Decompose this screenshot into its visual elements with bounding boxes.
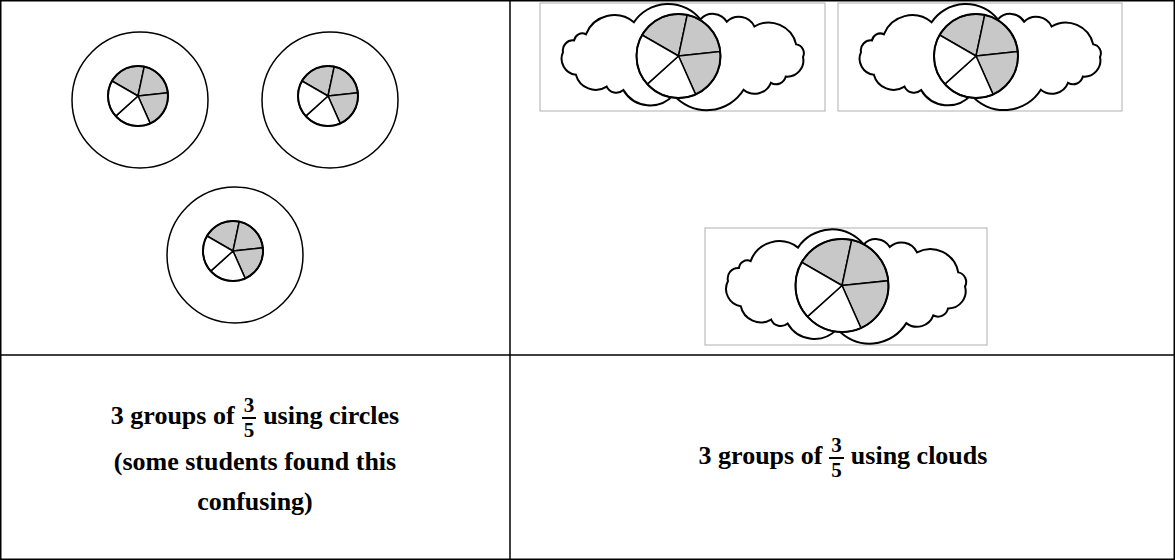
pie-outline	[934, 14, 1018, 98]
fraction-pie	[934, 14, 1018, 98]
caption-cell: 3 groups of35using clouds	[512, 356, 1174, 560]
cloud-frame	[838, 3, 1122, 111]
fraction-denominator: 5	[829, 459, 844, 482]
caption-words: 3 groups of	[699, 441, 823, 470]
caption-text: 3 groups of35using clouds	[699, 434, 988, 482]
cloud-outline	[726, 229, 966, 343]
fraction-denominator: 5	[242, 419, 257, 442]
caption-text: 3 groups of35using circles(some students…	[83, 394, 428, 523]
group-circle	[262, 32, 398, 168]
fraction-pie	[796, 239, 889, 332]
fraction: 35	[829, 434, 844, 482]
cloud-outline	[562, 4, 804, 110]
fraction-numerator: 3	[242, 394, 257, 419]
group-circle	[167, 187, 303, 323]
caption-words: using clouds	[851, 441, 988, 470]
cloud-frame	[540, 3, 825, 111]
cloud-frame	[705, 228, 987, 345]
group-circle	[72, 32, 208, 168]
pie-outline	[796, 239, 889, 332]
pie-outline	[203, 221, 263, 281]
fraction-pie	[108, 66, 168, 126]
caption-note: (some students found this confusing)	[83, 442, 428, 523]
fraction-pie	[203, 221, 263, 281]
fraction-pie	[637, 14, 721, 98]
pie-outline	[108, 66, 168, 126]
fraction-pie	[298, 66, 358, 126]
pie-outline	[637, 14, 721, 98]
fraction: 35	[242, 394, 257, 442]
caption-words: using circles	[263, 401, 399, 430]
cloud-outline	[860, 4, 1101, 110]
caption-words: 3 groups of	[111, 401, 235, 430]
fraction-numerator: 3	[829, 434, 844, 459]
pie-outline	[298, 66, 358, 126]
caption-cell: 3 groups of35using circles(some students…	[1, 356, 509, 560]
pie-slice	[842, 240, 888, 285]
